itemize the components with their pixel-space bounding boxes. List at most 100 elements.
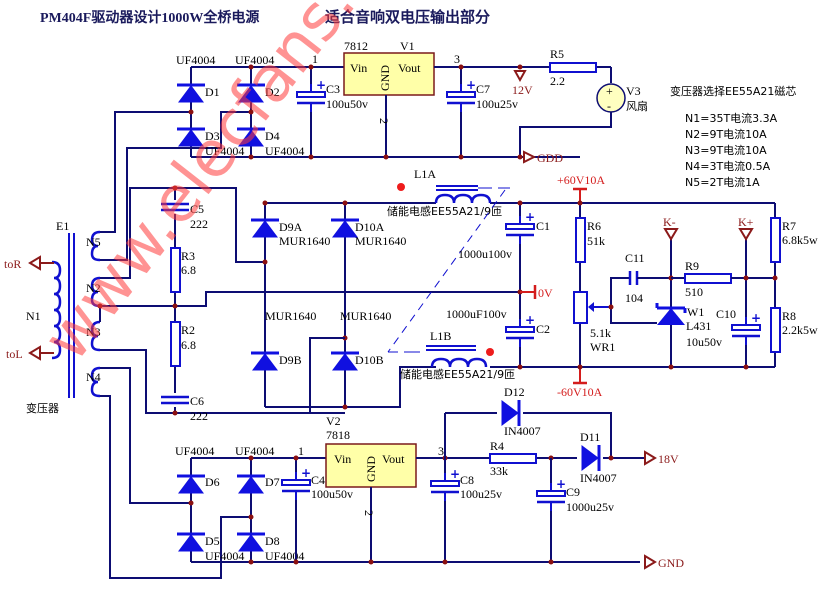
svg-text:N2=9T电流10A: N2=9T电流10A bbox=[685, 127, 767, 141]
svg-text:MUR1640: MUR1640 bbox=[265, 309, 316, 323]
net-12v-marker bbox=[513, 70, 527, 83]
resistor-r6 bbox=[575, 217, 586, 263]
svg-text:WR1: WR1 bbox=[590, 340, 615, 354]
svg-text:C7: C7 bbox=[476, 82, 490, 96]
winding-label-n3: N3 bbox=[86, 325, 101, 339]
input-tol-label: toL bbox=[6, 347, 23, 361]
svg-text:1: 1 bbox=[298, 444, 304, 458]
net-pos60v-label: +60V10A bbox=[557, 173, 605, 187]
svg-text:D7: D7 bbox=[265, 475, 280, 489]
net-12v-label: 12V bbox=[512, 83, 533, 97]
coil-n4 bbox=[90, 366, 101, 398]
svg-text:-: - bbox=[607, 99, 611, 113]
net-18v-marker bbox=[644, 450, 657, 466]
diode-d9b bbox=[249, 351, 281, 372]
svg-text:L1B: L1B bbox=[430, 329, 451, 343]
svg-text:2.2: 2.2 bbox=[550, 74, 565, 88]
svg-text:C11: C11 bbox=[625, 251, 645, 265]
svg-text:C4: C4 bbox=[311, 473, 325, 487]
transformer-spec-notes: 变压器选择EE55A21磁芯 N1=35T电流3.3A N2=9T电流10A N… bbox=[670, 84, 796, 189]
svg-text:3: 3 bbox=[454, 52, 460, 66]
svg-text:MUR1640: MUR1640 bbox=[340, 309, 391, 323]
svg-text:C8: C8 bbox=[460, 473, 474, 487]
capacitor-c6: C6 222 bbox=[159, 393, 208, 423]
svg-text:7812: 7812 bbox=[344, 39, 368, 53]
shunt-regulator-w1 bbox=[655, 303, 687, 325]
net-18v-label: 18V bbox=[658, 452, 679, 466]
inductor-l1b: L1B 储能电感EE55A21/9匝 bbox=[388, 329, 515, 381]
upper-supply: UF4004 UF4004 D1 D2 D3 D4 UF4004 UF4004 … bbox=[175, 39, 648, 165]
svg-text:UF4004: UF4004 bbox=[265, 549, 304, 563]
svg-text:风扇: 风扇 bbox=[626, 99, 648, 113]
svg-text:L1A: L1A bbox=[414, 167, 436, 181]
svg-text:510: 510 bbox=[685, 285, 703, 299]
k-minus-label: K- bbox=[663, 215, 676, 229]
k-plus-marker bbox=[738, 228, 754, 241]
regulator-v1 bbox=[343, 52, 435, 96]
svg-text:MUR1640: MUR1640 bbox=[279, 234, 330, 248]
resistor-r2: R2 6.8 bbox=[170, 321, 196, 367]
diode-d1 bbox=[175, 83, 207, 104]
resistor-r4 bbox=[489, 453, 537, 464]
svg-text:Vout: Vout bbox=[382, 452, 405, 466]
svg-text:N1=35T电流3.3A: N1=35T电流3.3A bbox=[685, 111, 778, 125]
svg-text:D1: D1 bbox=[205, 85, 220, 99]
svg-text:D4: D4 bbox=[265, 129, 280, 143]
diode-d9a bbox=[249, 218, 281, 239]
capacitor-c5: C5 222 bbox=[159, 200, 208, 231]
svg-text:MUR1640: MUR1640 bbox=[355, 234, 406, 248]
feedback-network: R6 51k 5.1k WR1 C11 104 K- W1 L431 bbox=[573, 200, 818, 370]
svg-text:C10: C10 bbox=[716, 307, 736, 321]
resistor-r8 bbox=[770, 307, 781, 353]
net-gnd-label: GND bbox=[658, 556, 684, 570]
svg-text:L431: L431 bbox=[686, 319, 711, 333]
svg-text:UF4004: UF4004 bbox=[176, 53, 215, 67]
coil-n2 bbox=[90, 276, 101, 308]
svg-text:R3: R3 bbox=[181, 249, 195, 263]
svg-text:100u25v: 100u25v bbox=[460, 487, 502, 501]
svg-text:2: 2 bbox=[362, 510, 376, 516]
svg-text:100u25v: 100u25v bbox=[476, 97, 518, 111]
svg-text:C3: C3 bbox=[326, 82, 340, 96]
svg-text:51k: 51k bbox=[587, 234, 605, 248]
svg-text:R4: R4 bbox=[490, 439, 504, 453]
svg-text:GND: GND bbox=[378, 65, 392, 91]
winding-label-n5: N5 bbox=[86, 235, 101, 249]
svg-text:1: 1 bbox=[312, 52, 318, 66]
svg-text:R8: R8 bbox=[782, 309, 796, 323]
svg-text:R6: R6 bbox=[587, 219, 601, 233]
svg-text:C6: C6 bbox=[190, 394, 204, 408]
svg-text:N3=9T电流10A: N3=9T电流10A bbox=[685, 143, 767, 157]
winding-label-n2: N2 bbox=[86, 281, 101, 295]
svg-text:D10A: D10A bbox=[355, 220, 385, 234]
svg-text:1000uF100v: 1000uF100v bbox=[446, 307, 507, 321]
svg-text:储能电感EE55A21/9匝: 储能电感EE55A21/9匝 bbox=[400, 367, 515, 381]
svg-text:D3: D3 bbox=[205, 129, 220, 143]
svg-text:1000u25v: 1000u25v bbox=[566, 500, 614, 514]
svg-text:UF4004: UF4004 bbox=[205, 144, 244, 158]
input-tol[interactable]: toL bbox=[6, 345, 54, 361]
resistor-r3: R3 6.8 bbox=[170, 247, 196, 293]
svg-text:+: + bbox=[606, 84, 613, 98]
svg-text:IN4007: IN4007 bbox=[504, 424, 541, 438]
diode-d6 bbox=[175, 474, 207, 495]
svg-text:储能电感EE55A21/9匝: 储能电感EE55A21/9匝 bbox=[387, 204, 502, 218]
input-tor[interactable]: toR bbox=[4, 255, 54, 271]
svg-text:D11: D11 bbox=[580, 430, 600, 444]
svg-text:UF4004: UF4004 bbox=[205, 549, 244, 563]
svg-text:D9B: D9B bbox=[279, 353, 302, 367]
svg-text:Vin: Vin bbox=[350, 61, 367, 75]
resistor-r9 bbox=[684, 273, 732, 284]
svg-text:100u50v: 100u50v bbox=[311, 487, 353, 501]
svg-text:33k: 33k bbox=[490, 464, 508, 478]
coil-n3 bbox=[90, 320, 101, 352]
regulator-v2 bbox=[325, 443, 417, 488]
coil-n5 bbox=[90, 230, 101, 262]
svg-text:222: 222 bbox=[190, 409, 208, 423]
lower-supply: UF4004 UF4004 D6 D7 D5 D8 UF4004 UF4004 … bbox=[175, 385, 684, 570]
svg-text:D8: D8 bbox=[265, 534, 280, 548]
title-main: PM404F驱动器设计1000W全桥电源 bbox=[40, 9, 259, 26]
net-neg60v-label: -60V10A bbox=[557, 385, 603, 399]
transformer-label: 变压器 bbox=[26, 401, 59, 415]
